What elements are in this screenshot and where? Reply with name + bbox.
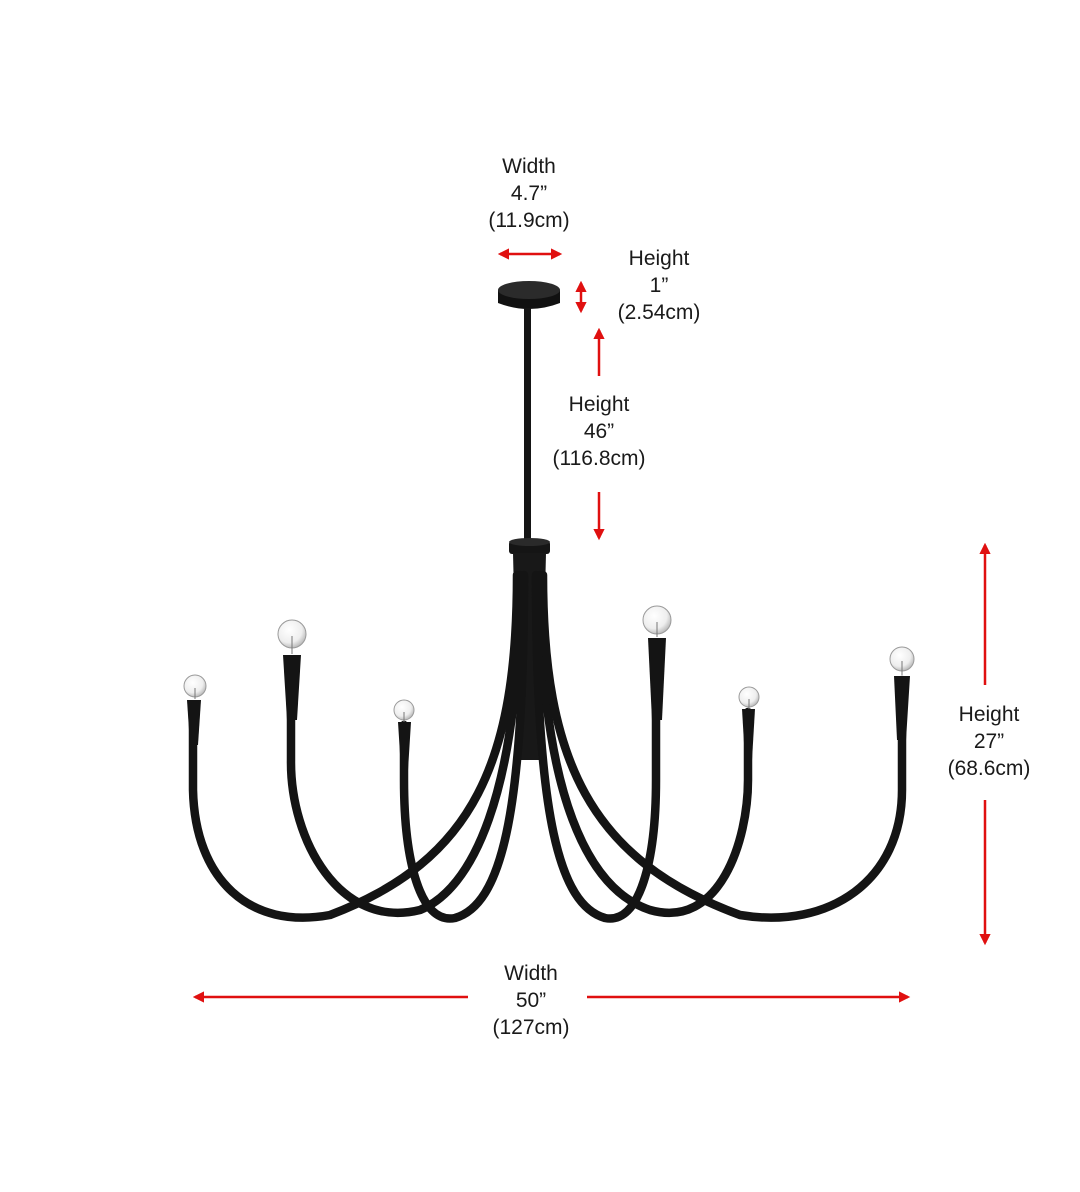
arm-3	[399, 570, 529, 923]
arms	[188, 570, 907, 923]
rod-height-label: Height 46” (116.8cm)	[553, 391, 646, 472]
rod-height-metric: (116.8cm)	[552, 447, 646, 470]
bulb-2	[277, 619, 307, 654]
canopy-width-imperial: 4.7”	[510, 182, 548, 205]
body-height-label: Height 27” (68.6cm)	[948, 701, 1031, 782]
bulb-6	[889, 646, 915, 675]
canopy-height-metric: (2.54cm)	[617, 301, 701, 324]
overall-width-title: Width	[504, 962, 558, 985]
bulb-4	[642, 605, 672, 637]
body-height-title: Height	[958, 703, 1020, 726]
canopy-height-imperial: 1”	[649, 274, 669, 297]
down-rod	[524, 308, 531, 544]
bulbs	[183, 605, 915, 722]
arm-2	[286, 570, 525, 917]
overall-width-metric: (127cm)	[492, 1016, 570, 1039]
socket-4	[648, 638, 666, 720]
canopy-width-metric: (11.9cm)	[488, 209, 570, 232]
overall-width-label: Width 50” (127cm)	[492, 960, 569, 1041]
center-cap	[509, 538, 550, 554]
socket-2	[283, 655, 301, 720]
canopy-height-title: Height	[628, 247, 690, 270]
socket-1	[187, 700, 201, 745]
overall-width-imperial: 50”	[515, 989, 547, 1012]
body-height-imperial: 27”	[973, 730, 1005, 753]
socket-3	[398, 722, 411, 770]
canopy-height-label: Height 1” (2.54cm)	[618, 245, 701, 326]
arm-4	[531, 570, 661, 923]
canopy-width-title: Width	[502, 155, 556, 178]
body-height-metric: (68.6cm)	[947, 757, 1031, 780]
bulb-5	[738, 686, 760, 709]
bulb-1	[183, 674, 207, 699]
rod-height-title: Height	[568, 393, 630, 416]
dimension-arrows	[192, 248, 991, 1003]
rod-height-imperial: 46”	[583, 420, 615, 443]
arm-5	[535, 570, 753, 917]
socket-6	[894, 676, 910, 740]
canopy	[498, 281, 560, 309]
bulb-3	[393, 699, 415, 722]
arm-6	[538, 570, 907, 922]
socket-5	[742, 709, 755, 760]
chandelier-fixture	[183, 281, 915, 923]
sockets	[187, 638, 910, 770]
canopy-width-label: Width 4.7” (11.9cm)	[488, 153, 569, 234]
